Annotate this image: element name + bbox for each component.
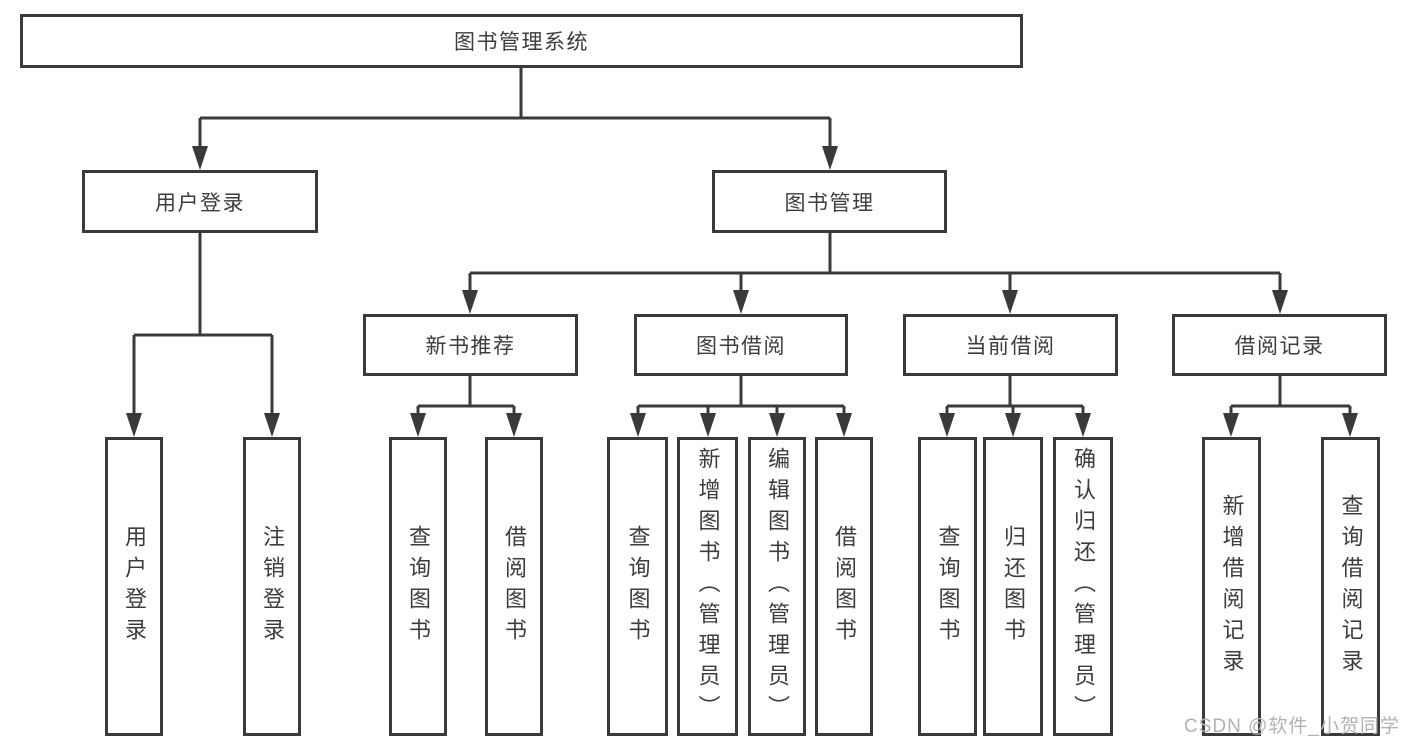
- node-user-login-label: 用户登录: [155, 191, 245, 215]
- node-root-label: 图书管理系统: [454, 31, 589, 54]
- leaf-add-book-admin-label: 新增图书（管理员）: [695, 447, 721, 726]
- node-new-book-recommend: 新书推荐: [363, 314, 578, 376]
- leaf-query-books-borrow: 查询图书: [607, 437, 668, 736]
- leaf-user-login-label: 用户登录: [122, 524, 147, 649]
- node-new-book-recommend-label: 新书推荐: [425, 335, 516, 358]
- leaf-user-login: 用户登录: [105, 437, 163, 736]
- leaf-query-books-current: 查询图书: [918, 437, 977, 736]
- node-borrow-records-label: 借阅记录: [1234, 335, 1325, 358]
- leaf-borrow-books-2: 借阅图书: [815, 437, 873, 736]
- node-book-borrow: 图书借阅: [634, 314, 848, 376]
- leaf-edit-book-admin: 编辑图书（管理员）: [748, 437, 806, 736]
- leaf-borrow-books-2-label: 借阅图书: [832, 524, 857, 649]
- leaf-query-books-recommend-label: 查询图书: [406, 524, 431, 649]
- leaf-add-book-admin: 新增图书（管理员）: [677, 437, 738, 736]
- leaf-query-books-borrow-label: 查询图书: [625, 524, 651, 649]
- leaf-borrow-books-recommend-label: 借阅图书: [502, 524, 527, 649]
- leaf-return-book: 归还图书: [983, 437, 1043, 736]
- leaf-query-books-current-label: 查询图书: [935, 524, 961, 649]
- leaf-return-book-label: 归还图书: [1001, 524, 1026, 649]
- node-root: 图书管理系统: [20, 14, 1023, 68]
- leaf-add-borrow-record-label: 新增借阅记录: [1219, 493, 1245, 680]
- node-current-borrow: 当前借阅: [903, 314, 1118, 376]
- node-book-management: 图书管理: [712, 170, 947, 233]
- leaf-query-books-recommend: 查询图书: [389, 437, 447, 736]
- leaf-confirm-return-admin: 确认归还（管理员）: [1053, 437, 1113, 736]
- leaf-logout: 注销登录: [243, 437, 301, 736]
- leaf-confirm-return-admin-label: 确认归还（管理员）: [1071, 447, 1096, 726]
- leaf-query-borrow-record-label: 查询借阅记录: [1338, 493, 1364, 680]
- leaf-edit-book-admin-label: 编辑图书（管理员）: [765, 447, 790, 726]
- leaf-query-borrow-record: 查询借阅记录: [1321, 437, 1380, 736]
- node-borrow-records: 借阅记录: [1172, 314, 1387, 376]
- node-user-login: 用户登录: [82, 170, 318, 233]
- leaf-borrow-books-recommend: 借阅图书: [485, 437, 543, 736]
- watermark: CSDN @软件_小贺同学: [1184, 716, 1400, 737]
- node-book-management-label: 图书管理: [784, 191, 875, 215]
- leaf-add-borrow-record: 新增借阅记录: [1202, 437, 1261, 736]
- node-book-borrow-label: 图书借阅: [696, 335, 786, 358]
- node-current-borrow-label: 当前借阅: [965, 335, 1056, 358]
- leaf-logout-label: 注销登录: [260, 524, 285, 649]
